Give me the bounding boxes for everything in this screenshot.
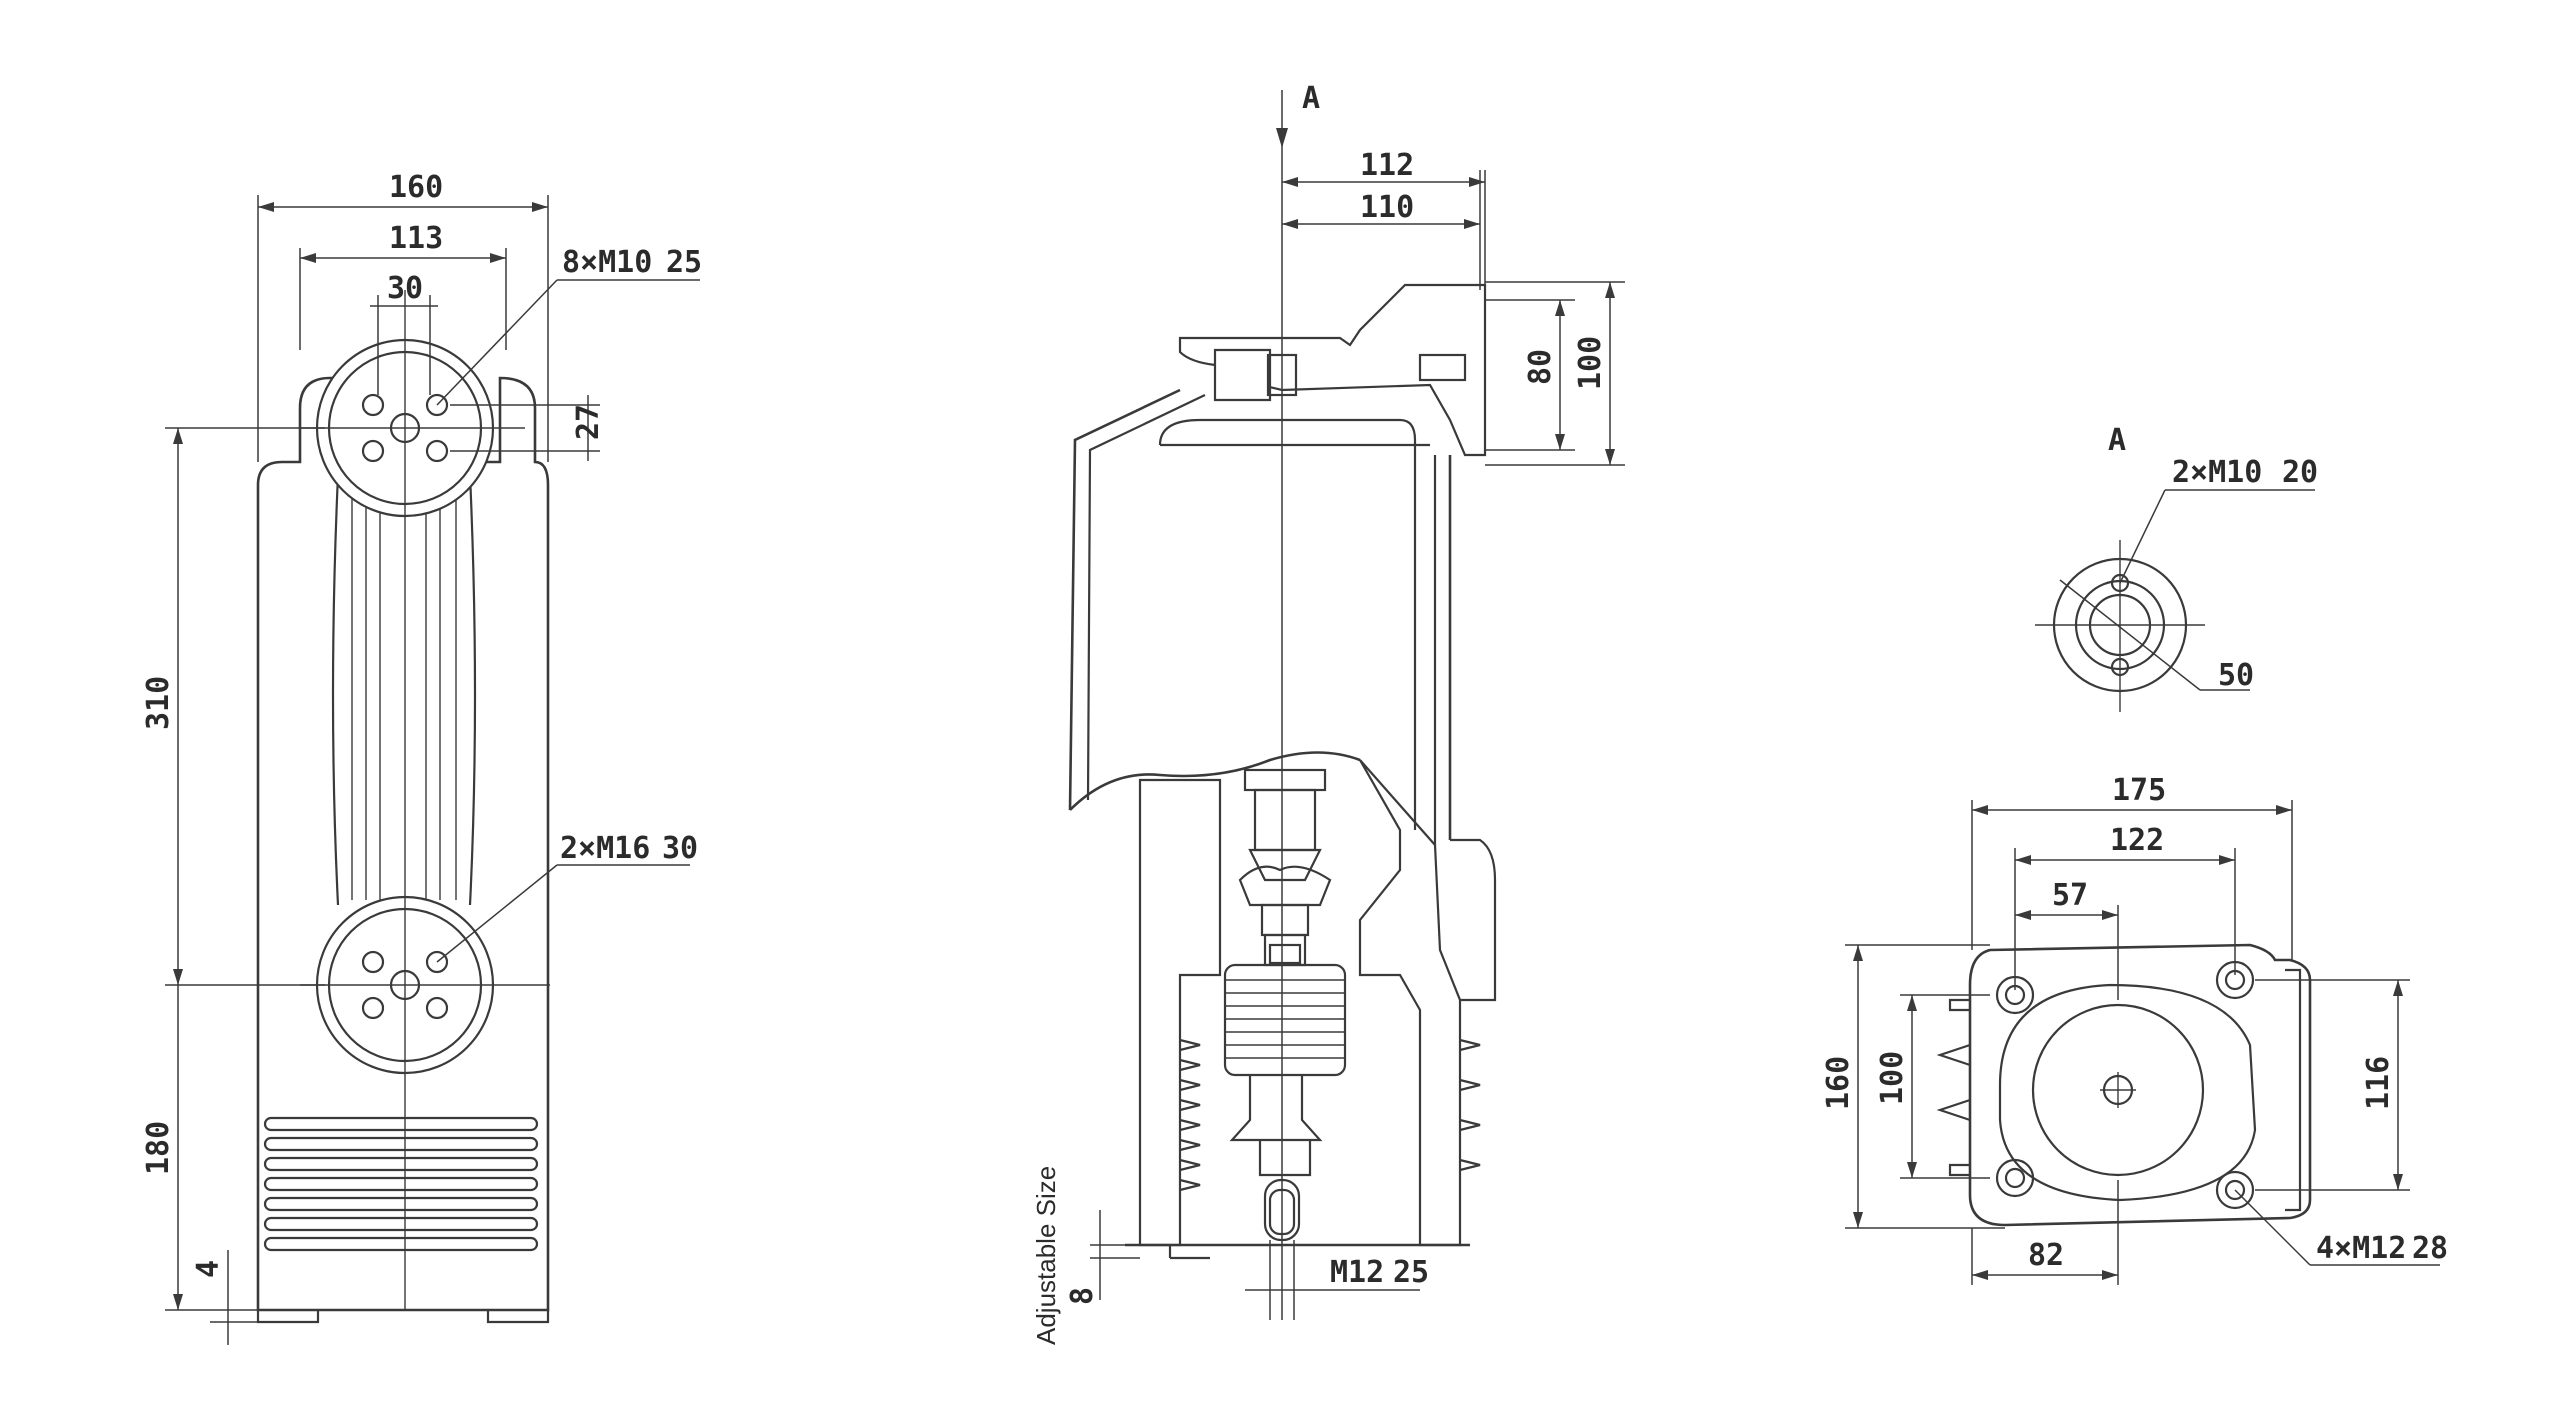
insulator-sheds: [1179, 1038, 1481, 1192]
thread-m12: M12: [1330, 1255, 1384, 1290]
dim-110: 110: [1360, 190, 1414, 225]
dim-160-front: 160: [389, 170, 443, 205]
thread-4xm12: 4×M12: [2316, 1231, 2406, 1266]
bellows: [1223, 963, 1347, 1077]
dim-113: 113: [389, 221, 443, 256]
dim-175: 175: [2112, 773, 2166, 808]
dim-57: 57: [2052, 878, 2088, 913]
dim-80: 80: [1523, 349, 1558, 385]
side-section-view: A 112 110: [1031, 81, 1625, 1345]
dim-100-side: 100: [1573, 336, 1608, 390]
dim-100-base: 100: [1875, 1051, 1910, 1105]
section-label-a: A: [1302, 81, 1320, 116]
thread-8xm10: 8×M10: [562, 245, 652, 280]
housing-outer: [1068, 388, 1181, 811]
dim-50: 50: [2218, 658, 2254, 693]
dim-30-front: 30: [387, 271, 423, 306]
thread-m12-depth: 25: [1393, 1255, 1429, 1290]
lower-insulator: [1138, 778, 1222, 1247]
view-a-label: A: [2108, 423, 2126, 458]
dim-adjustable-8: 8: [1065, 1287, 1100, 1305]
thread-2xm10-depth: 20: [2282, 455, 2318, 490]
dim-180: 180: [141, 1121, 176, 1175]
base-outline: [1968, 943, 2312, 1227]
dim-4: 4: [191, 1260, 226, 1278]
dim-112: 112: [1360, 148, 1414, 183]
dim-310: 310: [141, 676, 176, 730]
thread-4xm12-depth: 28: [2412, 1231, 2448, 1266]
thread-2xm10: 2×M10: [2172, 455, 2262, 490]
bottom-sheds: [263, 1116, 539, 1252]
front-ribs: [331, 474, 477, 906]
dim-122: 122: [2110, 823, 2164, 858]
interrupter-shell: [1158, 418, 1417, 830]
base-view: 175 122 57 160 100 116: [1821, 773, 2448, 1285]
dim-82: 82: [2028, 1238, 2064, 1273]
adjustable-size-label: Adjustable Size: [1031, 1166, 1061, 1345]
dim-27: 27: [571, 404, 606, 440]
dim-116: 116: [2361, 1056, 2396, 1110]
front-view: 160 113 30 8×M10 25 27 310 2×M16: [141, 170, 702, 1345]
thread-2xm16: 2×M16: [560, 831, 650, 866]
thread-2xm16-depth: 30: [662, 831, 698, 866]
dim-160-base: 160: [1821, 1056, 1856, 1110]
view-a: A 2×M10 20 50: [2035, 423, 2318, 712]
thread-8xm10-depth: 25: [666, 245, 702, 280]
